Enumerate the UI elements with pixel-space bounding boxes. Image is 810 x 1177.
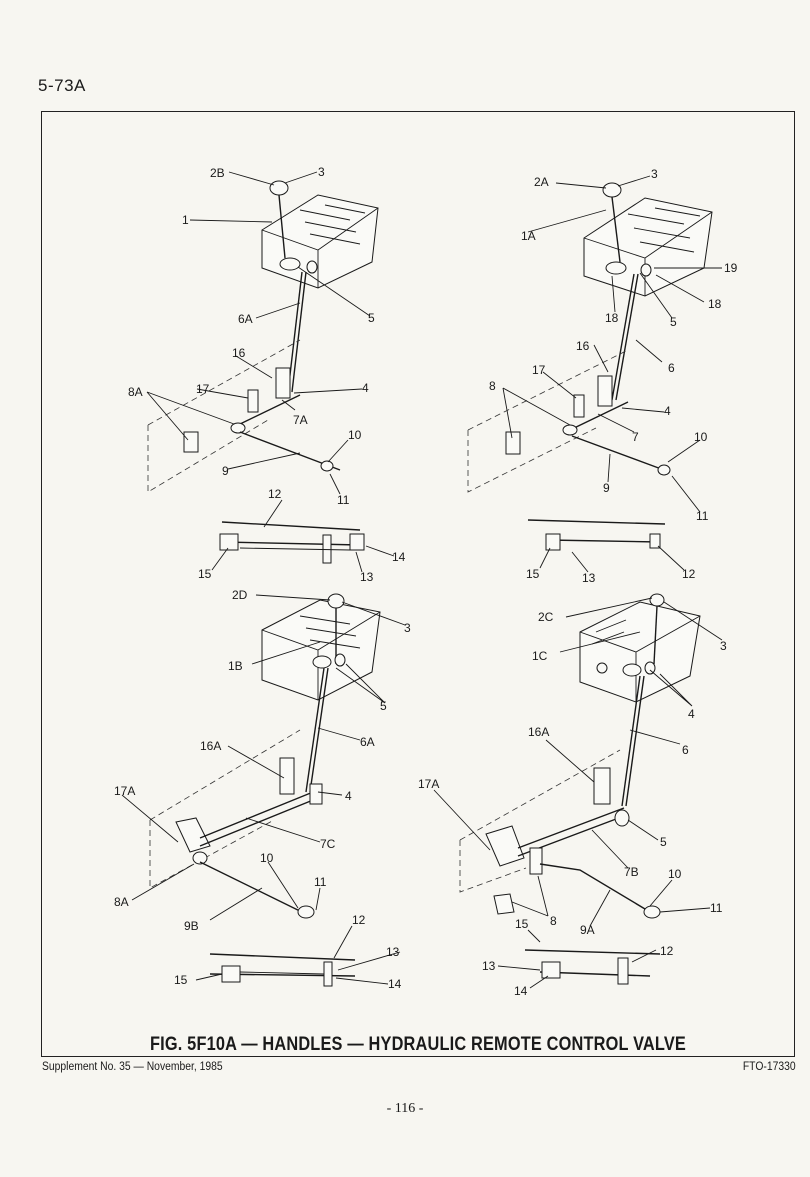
svg-text:8A: 8A bbox=[128, 385, 143, 399]
svg-text:7B: 7B bbox=[624, 865, 639, 879]
svg-text:3: 3 bbox=[720, 639, 727, 653]
svg-text:9B: 9B bbox=[184, 919, 199, 933]
svg-text:16: 16 bbox=[576, 339, 590, 353]
svg-text:2D: 2D bbox=[232, 588, 248, 602]
svg-text:5: 5 bbox=[368, 311, 375, 325]
svg-text:9A: 9A bbox=[580, 923, 595, 937]
figure-caption: FIG. 5F10A — HANDLES — HYDRAULIC REMOTE … bbox=[150, 1034, 686, 1055]
svg-text:11: 11 bbox=[337, 493, 350, 507]
svg-text:3: 3 bbox=[651, 167, 658, 181]
svg-text:1C: 1C bbox=[532, 649, 548, 663]
svg-text:12: 12 bbox=[352, 913, 366, 927]
figure-code: FTO-17330 bbox=[743, 1061, 796, 1073]
svg-text:11: 11 bbox=[314, 875, 327, 889]
figure-frame bbox=[41, 111, 795, 1057]
svg-text:13: 13 bbox=[582, 571, 596, 585]
svg-text:19: 19 bbox=[724, 261, 738, 275]
svg-text:1: 1 bbox=[182, 213, 189, 227]
svg-text:11: 11 bbox=[710, 901, 723, 915]
sheet-number: - 116 - bbox=[386, 1101, 424, 1116]
svg-text:5: 5 bbox=[660, 835, 667, 849]
assembly-bottom-left: 2D 3 1B 5 6A 16A 4 17A 7C 10 11 8A 9B bbox=[114, 588, 411, 933]
svg-text:9: 9 bbox=[603, 481, 610, 495]
svg-text:13: 13 bbox=[482, 959, 496, 973]
svg-text:10: 10 bbox=[694, 430, 708, 444]
svg-text:12: 12 bbox=[660, 944, 674, 958]
svg-text:6: 6 bbox=[668, 361, 675, 375]
assembly-top-right: 2A 3 1A 19 18 18 5 16 6 17 8 4 7 10 9 11 bbox=[467, 167, 738, 523]
svg-text:12: 12 bbox=[268, 487, 282, 501]
svg-text:4: 4 bbox=[688, 707, 695, 721]
svg-text:2A: 2A bbox=[534, 175, 549, 189]
svg-text:14: 14 bbox=[388, 977, 402, 991]
assembly-bottom-right: 2C 3 1C 4 16A 6 17A 5 7B 10 11 8 15 9A bbox=[418, 593, 727, 943]
svg-text:2B: 2B bbox=[210, 166, 225, 180]
svg-text:5: 5 bbox=[380, 699, 387, 713]
detail-bottom-right: 12 13 14 bbox=[482, 944, 674, 998]
detail-bottom-left: 12 13 15 14 bbox=[174, 913, 402, 991]
svg-text:7C: 7C bbox=[320, 837, 336, 851]
svg-text:4: 4 bbox=[664, 404, 671, 418]
svg-text:18: 18 bbox=[708, 297, 722, 311]
svg-text:8: 8 bbox=[550, 914, 557, 928]
svg-text:15: 15 bbox=[526, 567, 540, 581]
svg-text:10: 10 bbox=[348, 428, 362, 442]
svg-text:10: 10 bbox=[260, 851, 274, 865]
detail-mid-left: 12 15 14 13 bbox=[198, 487, 406, 584]
svg-text:11: 11 bbox=[696, 509, 709, 523]
svg-text:17A: 17A bbox=[114, 784, 135, 798]
page-number: 5-73A bbox=[38, 76, 86, 95]
svg-text:6: 6 bbox=[682, 743, 689, 757]
svg-text:13: 13 bbox=[360, 570, 374, 584]
svg-text:17A: 17A bbox=[418, 777, 439, 791]
svg-text:1A: 1A bbox=[521, 229, 536, 243]
svg-text:2C: 2C bbox=[538, 610, 554, 624]
svg-text:16: 16 bbox=[232, 346, 246, 360]
supplement-note: Supplement No. 35 — November, 1985 bbox=[42, 1061, 223, 1073]
svg-text:6A: 6A bbox=[238, 312, 253, 326]
svg-text:7: 7 bbox=[632, 430, 639, 444]
svg-text:15: 15 bbox=[174, 973, 188, 987]
svg-text:6A: 6A bbox=[360, 735, 375, 749]
svg-text:1B: 1B bbox=[228, 659, 243, 673]
assembly-top-left: 2B 3 1 6A 5 16 8A 17 4 7A 10 9 11 bbox=[128, 165, 379, 507]
svg-text:17: 17 bbox=[532, 363, 546, 377]
svg-text:15: 15 bbox=[515, 917, 529, 931]
svg-text:13: 13 bbox=[386, 945, 400, 959]
svg-text:5: 5 bbox=[670, 315, 677, 329]
svg-text:9: 9 bbox=[222, 464, 229, 478]
svg-text:8: 8 bbox=[489, 379, 496, 393]
svg-text:7A: 7A bbox=[293, 413, 308, 427]
svg-text:8A: 8A bbox=[114, 895, 129, 909]
svg-text:12: 12 bbox=[682, 567, 696, 581]
detail-mid-right: 15 13 12 bbox=[526, 519, 696, 585]
svg-text:15: 15 bbox=[198, 567, 212, 581]
svg-text:17: 17 bbox=[196, 382, 210, 396]
svg-text:16A: 16A bbox=[200, 739, 221, 753]
svg-text:3: 3 bbox=[404, 621, 411, 635]
svg-text:4: 4 bbox=[345, 789, 352, 803]
svg-text:16A: 16A bbox=[528, 725, 549, 739]
svg-text:4: 4 bbox=[362, 381, 369, 395]
svg-text:18: 18 bbox=[605, 311, 619, 325]
svg-text:14: 14 bbox=[514, 984, 528, 998]
svg-text:3: 3 bbox=[318, 165, 325, 179]
svg-text:10: 10 bbox=[668, 867, 682, 881]
svg-text:14: 14 bbox=[392, 550, 406, 564]
